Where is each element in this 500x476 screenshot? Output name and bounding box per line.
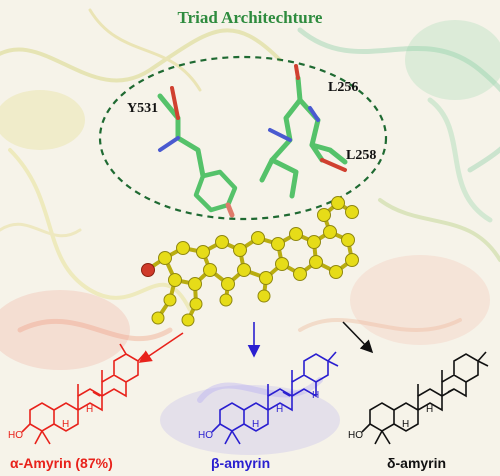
residue-label-l256: L256 (328, 80, 359, 95)
product-caption-delta-amyrin: δ-amyrin (387, 455, 447, 471)
product-caption-beta-amyrin: β-amyrin (211, 455, 271, 471)
protein-helix-shapes (0, 20, 500, 455)
delta-h-label-2: H (426, 404, 433, 415)
alpha-h-label-1: H (62, 419, 69, 430)
structure-atom-labels: HO H H HO H H H HO H H (8, 390, 433, 441)
beta-h-label-1: H (252, 419, 259, 430)
y531-residue-sticks (157, 86, 238, 218)
residue-label-y531: Y531 (127, 101, 159, 116)
product-caption-alpha-amyrin: α-Amyrin (87%) (10, 455, 113, 471)
delta-ho-label: HO (348, 430, 363, 441)
alpha-h-label-2: H (86, 404, 93, 415)
triad-dashed-ellipse (98, 55, 388, 221)
alpha-amyrin-structure (21, 343, 147, 445)
beta-h-label-3: H (312, 390, 319, 401)
substrate-ball-and-stick (141, 196, 359, 327)
substrate-oxygen-atom (141, 263, 155, 277)
beta-ho-label: HO (198, 430, 213, 441)
delta-amyrin-structure (361, 351, 489, 445)
beta-amyrin-structure (211, 351, 339, 445)
protein-ribbon-background (0, 8, 500, 403)
residue-label-l258: L258 (346, 148, 377, 163)
figure-title: Triad Architechture (177, 8, 323, 27)
l256-l258-residue-sticks (259, 64, 348, 199)
arrow-to-alpha-amyrin (138, 332, 184, 363)
delta-h-label-1: H (402, 419, 409, 430)
alpha-ho-label: HO (8, 430, 23, 441)
arrow-to-delta-amyrin (342, 321, 374, 354)
beta-h-label-2: H (276, 404, 283, 415)
